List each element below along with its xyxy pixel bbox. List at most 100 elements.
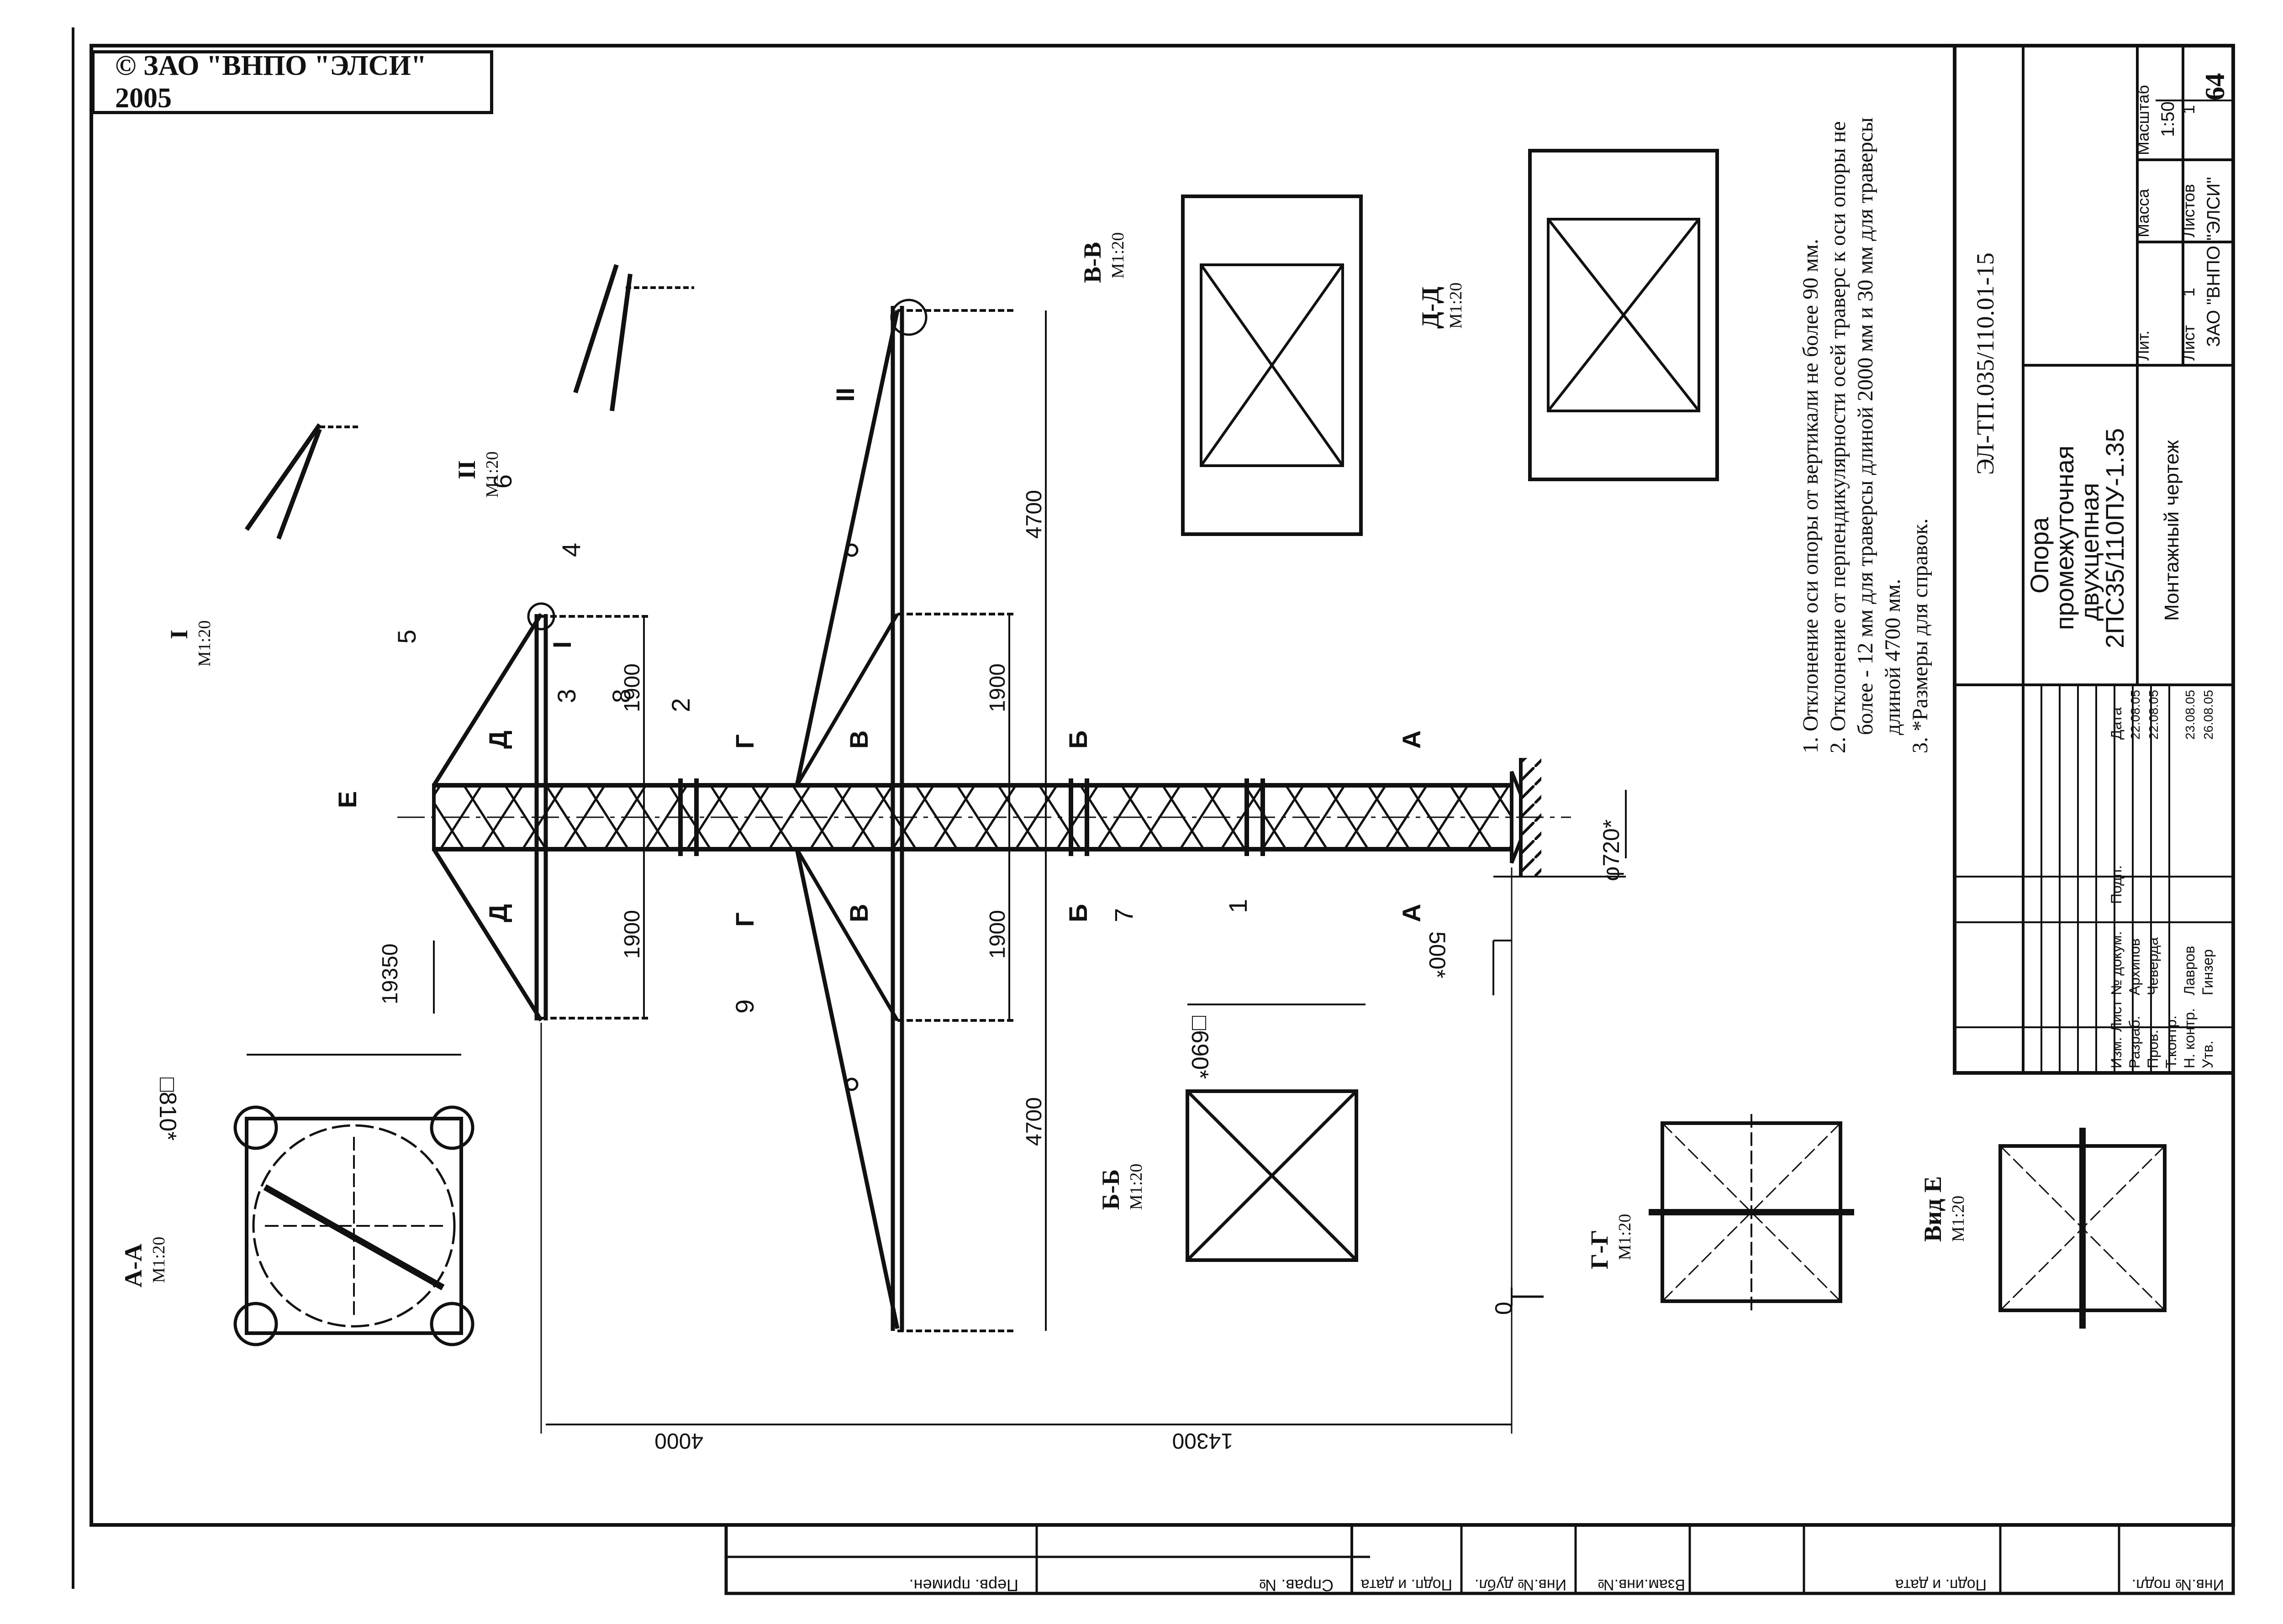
marker-d-top: Д: [484, 731, 512, 749]
stamp-vzam-inv: Взам.инв.№: [1598, 1576, 1685, 1593]
section-dd-scale: М1:20: [1446, 283, 1466, 329]
part-9: 9: [730, 999, 759, 1014]
row-role-2: Пров.: [2145, 1030, 2161, 1068]
section-gg-view: [1649, 1114, 1854, 1310]
marker-v-bottom: В: [844, 904, 873, 922]
col-date: Дата: [2108, 707, 2125, 740]
dim-690: □690*: [1186, 1016, 1213, 1079]
section-gg-scale: М1:20: [1615, 1214, 1634, 1260]
dim-810: □810*: [154, 1077, 181, 1140]
header-mass: Масса: [2134, 189, 2152, 237]
part-1: 1: [1223, 899, 1252, 913]
note-1: 1. Отклонение оси опоры от вертикали не …: [1798, 239, 1823, 753]
stamp-sprav-no: Справ. №: [1259, 1576, 1334, 1595]
section-vv-view: [1181, 194, 1363, 536]
part-3: 3: [552, 689, 581, 703]
header-scale: Масштаб: [2134, 85, 2152, 155]
view-e: [1998, 1128, 2167, 1329]
section-gg-label: Г-Г: [1586, 1230, 1613, 1269]
col-list: Лист: [2108, 1000, 2125, 1032]
part-2: 2: [666, 698, 695, 712]
col-sign: Подп.: [2108, 865, 2125, 904]
part-5: 5: [392, 630, 421, 644]
note-3: 3. *Размеры для справок.: [1908, 518, 1932, 753]
stamp-inv-dubl: Инв.№ дубл.: [1475, 1576, 1566, 1593]
bottom-stamp-grid: [724, 1523, 2235, 1595]
row-role-4: Н. контр.: [2181, 1008, 2198, 1068]
title-block-grid: [1953, 44, 2235, 1075]
dim-4700-a: 4700: [1022, 490, 1046, 539]
copyright-box: © ЗАО "ВНПО "ЭЛСИ" 2005: [91, 50, 493, 114]
part-7: 7: [1109, 908, 1138, 922]
note-2b: более - 12 мм для траверсы длиной 2000 м…: [1853, 117, 1877, 735]
section-bb-label: Б-Б: [1097, 1169, 1124, 1210]
section-bb-view: [1186, 1004, 1366, 1262]
tower-elevation: [397, 299, 1627, 1434]
col-doc: № докум.: [2108, 931, 2125, 995]
part-4: 4: [557, 543, 585, 557]
title-line-2: промежуточная: [2050, 446, 2079, 630]
drawing-type: Монтажный чертеж: [2161, 440, 2183, 621]
dim-720: φ720*: [1598, 820, 1624, 881]
title-line-3: двухцепная: [2075, 483, 2104, 621]
section-vv-label: В-В: [1079, 242, 1106, 283]
section-aa-label: А-А: [120, 1244, 147, 1288]
part-6: 6: [488, 474, 517, 489]
row-name-4: Лавров: [2181, 946, 2198, 995]
org-name: ЗАО "ВНПО "ЭЛСИ": [2204, 177, 2224, 347]
row-date-2: 22.08.05: [2146, 690, 2161, 740]
dim-1900-a: 1900: [620, 663, 644, 712]
stamp-podp-data-2: Подп. и дата: [1895, 1576, 1987, 1593]
node-ii-label: II: [453, 460, 480, 479]
scale-value: 1:50: [2158, 101, 2178, 137]
header-sheet: Лист: [2179, 325, 2198, 361]
marker-node-ii: II: [831, 388, 859, 402]
view-e-label: Вид Е: [1919, 1176, 1946, 1242]
marker-b-bottom: Б: [1064, 904, 1092, 922]
dim-4000: 4000: [654, 1429, 703, 1453]
row-role-5: Утв.: [2199, 1041, 2216, 1068]
view-e-scale: М1:20: [1949, 1196, 1968, 1242]
marker-node-i: I: [548, 641, 576, 648]
copyright-text: © ЗАО "ВНПО "ЭЛСИ" 2005: [115, 50, 427, 114]
section-aa-view: [233, 1054, 475, 1346]
dim-0: 0: [1491, 1302, 1517, 1315]
sheet-number: 64: [2200, 73, 2230, 100]
row-date-4: 23.08.05: [2183, 690, 2197, 740]
node-i-label: I: [165, 630, 193, 639]
marker-g-bottom: Г: [730, 912, 759, 927]
row-role-3: Т.контр.: [2163, 1015, 2179, 1068]
dim-1900-b: 1900: [620, 910, 644, 959]
node-ii-detail: [573, 264, 694, 411]
marker-e: Е: [333, 791, 362, 808]
row-date-5: 26.08.05: [2201, 690, 2215, 740]
doc-code: ЭЛ-ТП.035/110.01-15: [1972, 252, 1999, 475]
marker-a-top: А: [1397, 731, 1426, 749]
dim-4700-b: 4700: [1022, 1097, 1046, 1146]
marker-v-top: В: [844, 731, 873, 749]
node-i-scale: М1:20: [195, 620, 214, 667]
dim-1900-c: 1900: [986, 663, 1010, 712]
note-2: 2. Отклонение от перпендикулярности осей…: [1826, 121, 1850, 754]
section-bb-scale: М1:20: [1127, 1164, 1146, 1210]
stamp-inv-podl: Инв.№ подл.: [2132, 1576, 2224, 1593]
row-date-1: 22.08.05: [2128, 690, 2142, 740]
col-izm: Изм.: [2108, 1037, 2125, 1068]
sheet-value: 1: [2179, 288, 2198, 297]
row-name-1: Архипов: [2126, 938, 2143, 995]
notes-block: 1. Отклонение оси опоры от вертикали не …: [1798, 117, 1932, 753]
stamp-perv-primen: Перв. примен.: [909, 1576, 1018, 1595]
dim-500: 500*: [1424, 931, 1450, 978]
stamp-podp-data-1: Подп. и дата: [1361, 1576, 1452, 1593]
row-role-1: Разраб.: [2126, 1016, 2143, 1068]
marker-b-top: Б: [1064, 731, 1092, 749]
sheets-value: 1: [2179, 105, 2198, 114]
header-lit: Лит.: [2134, 331, 2152, 361]
section-dd-label: Д-Д: [1417, 287, 1444, 329]
section-dd-view: [1528, 149, 1719, 481]
dim-19350: 19350: [378, 944, 402, 1004]
section-aa-scale: М1:20: [149, 1237, 169, 1283]
marker-a-bottom: А: [1397, 904, 1426, 922]
